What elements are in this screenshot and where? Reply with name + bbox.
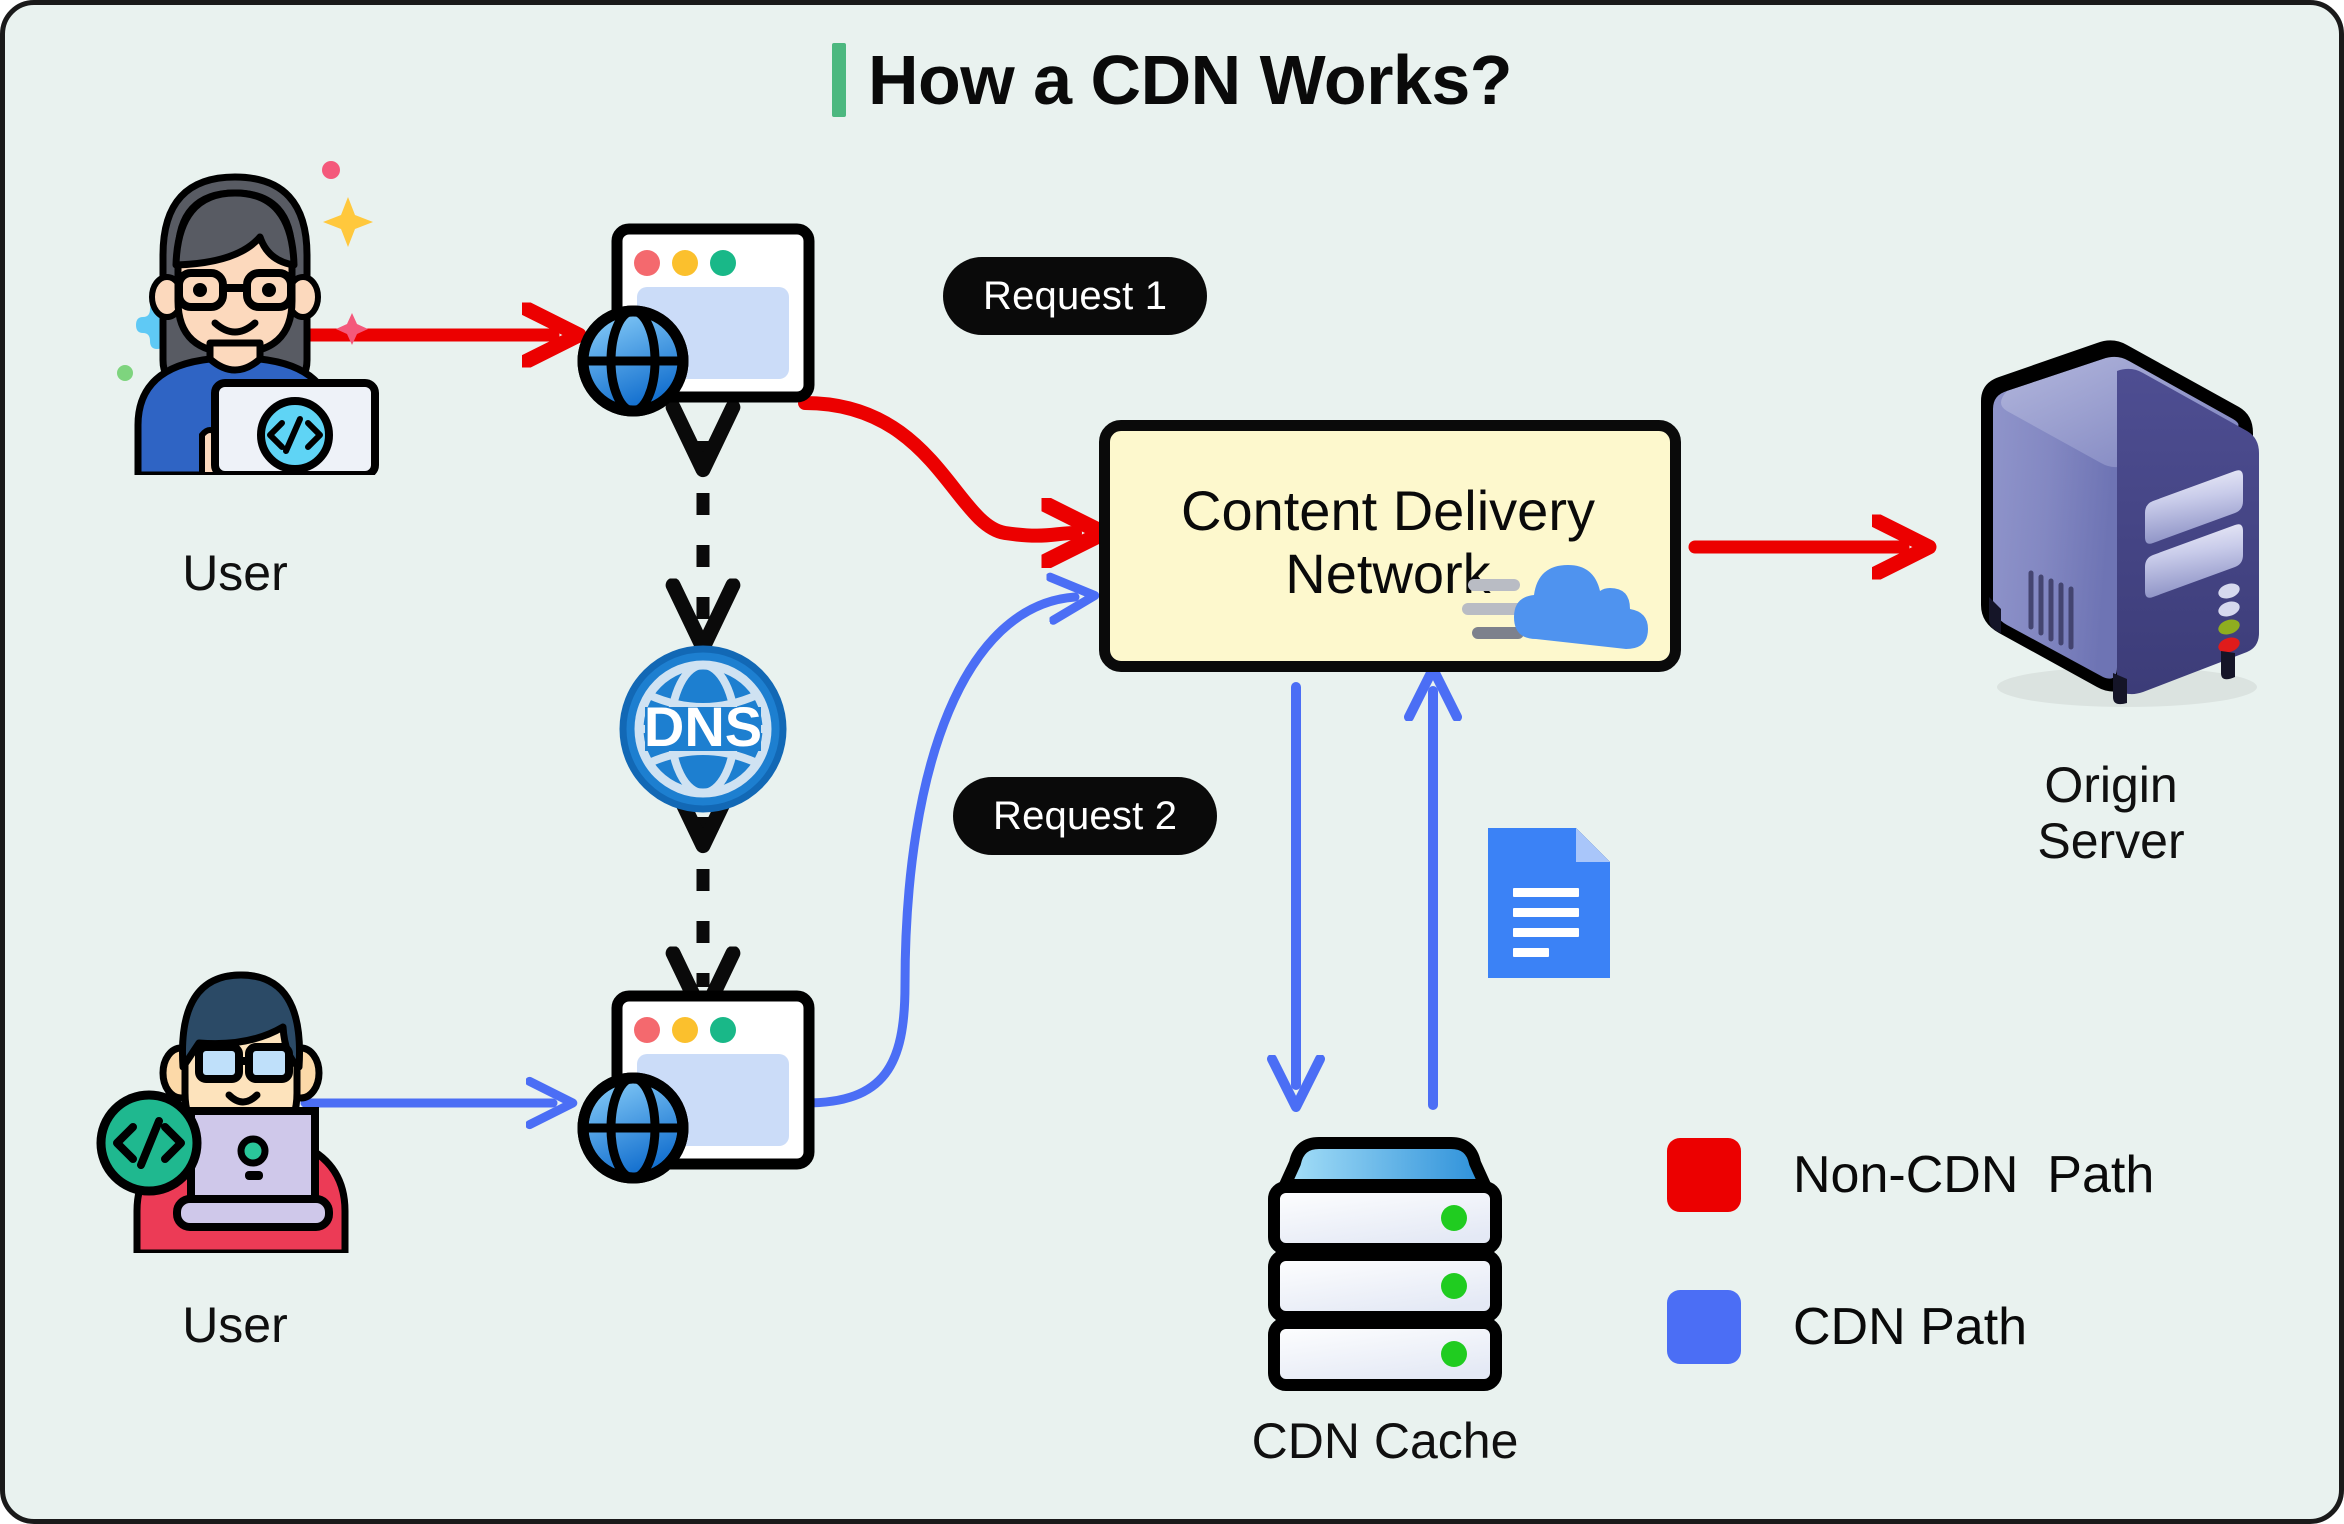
window-close-dot-icon bbox=[634, 1017, 660, 1043]
user-bottom-label: User bbox=[182, 1297, 288, 1353]
edge-browser-top-to-cdn bbox=[798, 396, 1075, 536]
window-close-dot-icon bbox=[634, 250, 660, 276]
origin-server-label: Origin Server bbox=[2037, 757, 2185, 869]
window-minimize-dot-icon bbox=[672, 250, 698, 276]
cdn-label: Content Delivery Network bbox=[1181, 479, 1595, 605]
origin-server-tower-icon bbox=[1981, 340, 2259, 707]
legend: Non-CDN Path CDN Path bbox=[1667, 1138, 2154, 1442]
title-accent-bar bbox=[831, 43, 846, 117]
document-file-icon bbox=[1488, 828, 1610, 978]
male-developer-avatar-icon bbox=[96, 971, 349, 1253]
female-developer-avatar-icon bbox=[117, 161, 379, 475]
legend-label-cdn-path: CDN Path bbox=[1793, 1298, 2028, 1356]
sparkle-dot-icon bbox=[117, 365, 133, 381]
window-maximize-dot-icon bbox=[710, 1017, 736, 1043]
browser-window-globe-icon bbox=[577, 990, 815, 1184]
sparkle-cross-icon bbox=[136, 301, 178, 349]
legend-label-non-cdn-path: Non-CDN Path bbox=[1793, 1146, 2155, 1204]
user-top-label: User bbox=[182, 545, 288, 601]
title-text: How a CDN Works? bbox=[867, 41, 1513, 119]
status-led-icon bbox=[1441, 1273, 1467, 1299]
status-led-icon bbox=[1441, 1205, 1467, 1231]
globe-icon bbox=[577, 305, 689, 417]
sparkle-dot-icon bbox=[322, 161, 340, 179]
sparkle-star-icon bbox=[323, 197, 373, 247]
status-led-icon bbox=[1441, 1341, 1467, 1367]
request-2-badge: Request 2 bbox=[953, 777, 1218, 855]
cdn-node: Content Delivery Network bbox=[1099, 420, 1681, 672]
legend-item-non-cdn-path: Non-CDN Path bbox=[1667, 1138, 2154, 1212]
window-maximize-dot-icon bbox=[710, 250, 736, 276]
legend-swatch-cdn-path bbox=[1667, 1290, 1741, 1364]
browser-window-globe-icon bbox=[577, 223, 815, 417]
cdn-cache-label: CDN Cache bbox=[1251, 1413, 1519, 1469]
cdn-cloud-icon bbox=[1462, 565, 1648, 649]
dns-label: DNS bbox=[644, 695, 762, 758]
window-minimize-dot-icon bbox=[672, 1017, 698, 1043]
legend-item-cdn-path: CDN Path bbox=[1667, 1290, 2154, 1364]
globe-icon bbox=[577, 1072, 689, 1184]
server-rack-stack-icon bbox=[1268, 1137, 1502, 1391]
legend-swatch-non-cdn-path bbox=[1667, 1138, 1741, 1212]
dns-globe-icon: DNS bbox=[619, 645, 787, 813]
sparkle-star-icon bbox=[336, 313, 368, 345]
request-1-badge: Request 1 bbox=[943, 257, 1208, 335]
page-title: How a CDN Works? bbox=[5, 43, 2339, 117]
